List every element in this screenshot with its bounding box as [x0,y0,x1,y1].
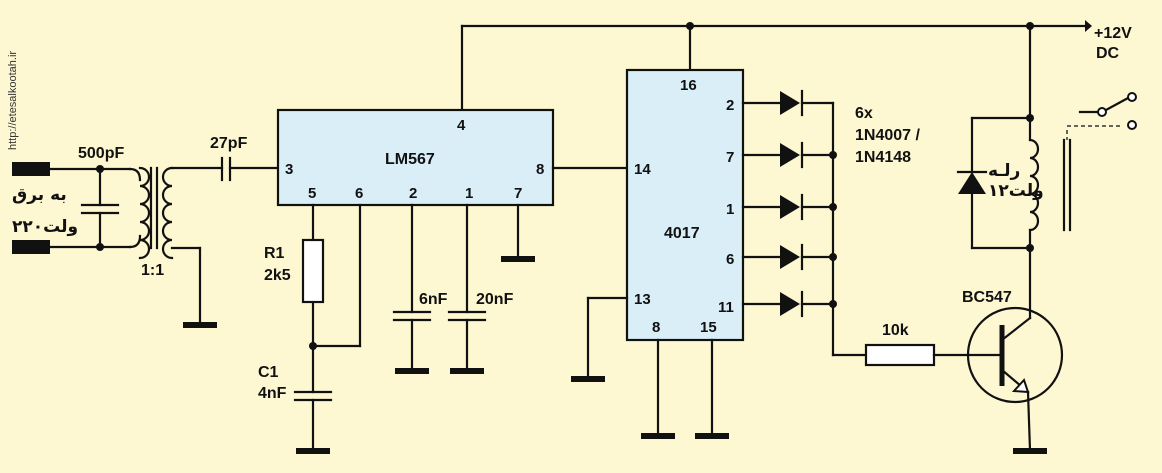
resistor-10k [864,343,936,367]
lm567-chip [276,108,555,207]
cd4017-pin16: 16 [680,77,697,94]
resistor-r1 [301,238,325,304]
supply-type-label: DC [1096,45,1120,62]
diode-count-label: 6x [855,105,873,122]
cd4017-name: 4017 [664,225,700,242]
cd4017-pin7: 7 [726,149,734,166]
relay-label-2: ۱۲ولت [988,181,1044,201]
lm567-pin7: 7 [514,185,522,202]
cd4017-pin1: 1 [726,201,734,218]
capacitor-c1-value: 4nF [258,385,287,402]
lm567-pin6: 6 [355,185,363,202]
capacitor-c1-ref: C1 [258,364,279,381]
lm567-name: LM567 [385,151,435,168]
lm567-pin1: 1 [465,185,473,202]
transformer [128,166,224,328]
lm567-pin5: 5 [308,185,316,202]
cd4017-pin13: 13 [634,291,651,308]
capacitor-27pf-label: 27pF [210,135,248,152]
cd4017-chip [625,68,745,342]
capacitor-20nf-label: 20nF [476,291,514,308]
supply-rail [460,20,1092,120]
lm567-pin8: 8 [536,161,544,178]
side-url: http://etesalkootah.ir [7,51,19,150]
capacitor-500pf [80,167,120,249]
resistor-r1-value: 2k5 [264,267,291,284]
transistor-bc547 [966,246,1064,454]
relay-circuit [956,92,1137,252]
lm567-pin2: 2 [409,185,417,202]
cd4017-pin15: 15 [700,319,717,336]
capacitor-6nf-label: 6nF [419,291,448,308]
capacitor-6nf [392,310,432,322]
lm567-bottom-wiring [296,203,535,454]
resistor-10k-label: 10k [882,322,909,339]
transformer-ratio-label: 1:1 [141,262,164,279]
lm567-pin4: 4 [457,117,466,134]
cd4017-ground-wiring [571,296,729,439]
cd4017-pin2: 2 [726,97,734,114]
diode-array [741,89,868,357]
capacitor-500pf-label: 500pF [78,145,124,162]
resistor-r1-ref: R1 [264,245,285,262]
diode-part-label-1: 1N4007 / [855,127,920,144]
cd4017-pin14: 14 [634,161,651,178]
diode-part-label-2: 1N4148 [855,149,911,166]
ac-input-terminals [12,162,132,254]
capacitor-27pf [220,156,280,182]
ac-input-label-1: به برق [12,185,67,205]
ac-input-label-2: ۲۲۰ولت [12,217,78,237]
supply-voltage-label: +12V [1094,25,1132,42]
capacitor-c1 [293,390,333,402]
capacitor-20nf [447,310,487,322]
cd4017-pin11: 11 [718,299,734,316]
transistor-label: BC547 [962,289,1012,306]
cd4017-pin6: 6 [726,251,734,268]
cd4017-pin8: 8 [652,319,660,336]
lm567-pin3: 3 [285,161,293,178]
relay-label-1: رلـه [988,161,1020,181]
